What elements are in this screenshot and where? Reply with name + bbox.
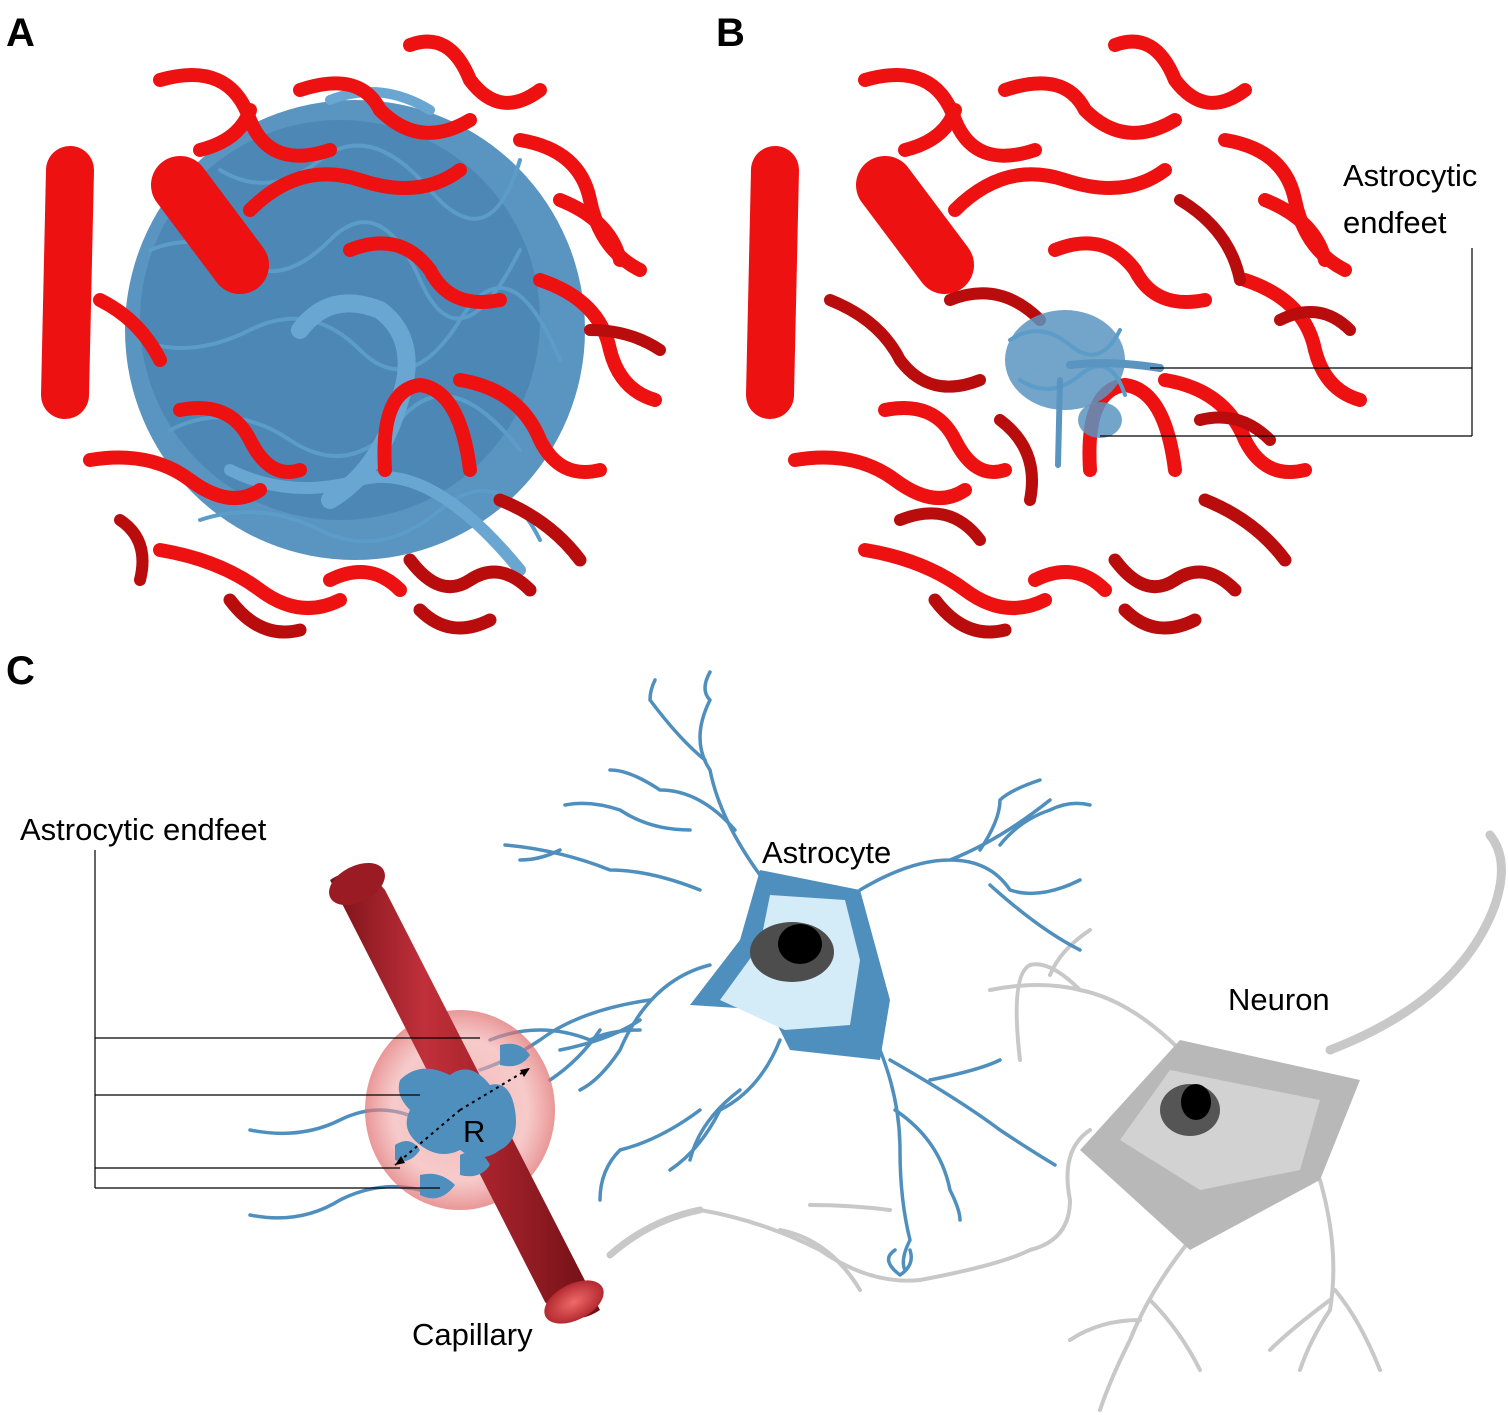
panel-b-astrocyte <box>1005 310 1164 468</box>
panel-a: A <box>6 11 666 639</box>
neuron <box>606 830 1506 1412</box>
panel-b-label: B <box>716 11 745 55</box>
panel-c: C <box>6 649 1506 1412</box>
panel-b-endfeet-label-line1: Astrocytic <box>1343 158 1477 193</box>
panel-c-label: C <box>6 649 35 693</box>
radius-label: R <box>463 1114 485 1149</box>
astrocyte-label: Astrocyte <box>762 835 891 870</box>
panel-b-endfeet-label-line2: endfeet <box>1343 205 1447 240</box>
panel-a-label: A <box>6 11 35 55</box>
panel-a-vessels <box>41 34 666 639</box>
astrocyte <box>248 670 1092 1277</box>
panel-b-vessels <box>746 34 1367 639</box>
neuron-label: Neuron <box>1228 982 1330 1017</box>
endfeet-label: Astrocytic endfeet <box>20 812 267 847</box>
endfeet <box>395 1043 530 1199</box>
panel-b-endfeet-leaders <box>1100 248 1473 437</box>
panel-b: B <box>716 11 1477 639</box>
capillary-label: Capillary <box>412 1317 533 1352</box>
radius-indicator: R <box>394 1067 531 1166</box>
endfeet-leaders <box>94 850 480 1189</box>
